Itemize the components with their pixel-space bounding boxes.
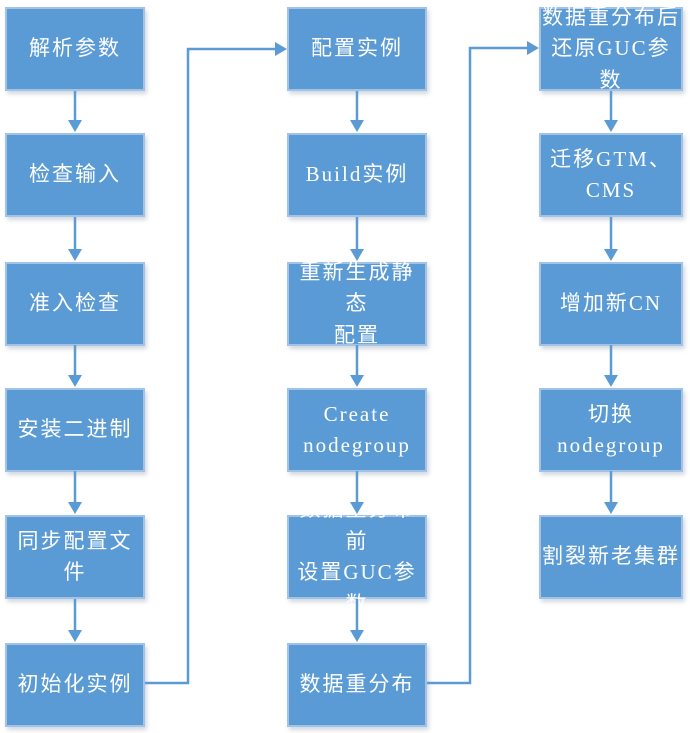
flow-node-init-instance: 初始化实例	[5, 643, 145, 727]
flow-node-sync-config-file: 同步配置文件	[5, 515, 145, 599]
flow-node-migrate-gtm-cms: 迁移GTM、 CMS	[539, 133, 683, 217]
flow-node-check-input: 检查输入	[5, 133, 145, 217]
flow-node-add-new-cn: 增加新CN	[539, 262, 683, 346]
flow-node-regen-static-config: 重新生成静态 配置	[287, 260, 427, 347]
flow-node-split-old-new-cluster: 割裂新老集群	[539, 515, 683, 599]
flow-node-create-nodegroup: Create nodegroup	[287, 388, 427, 472]
flow-node-restore-guc-after-redist: 数据重分布后 还原GUC参数	[539, 5, 683, 92]
flow-node-parse-params: 解析参数	[5, 7, 145, 91]
flow-node-install-binary: 安装二进制	[5, 388, 145, 472]
flow-node-configure-instance: 配置实例	[287, 7, 427, 91]
elbow-connector-col2-to-col3	[427, 41, 539, 685]
flow-node-build-instance: Build实例	[287, 133, 427, 217]
flow-node-admission-check: 准入检查	[5, 262, 145, 346]
flow-node-set-guc-before-redist: 数据重分布前 设置GUC参数	[287, 497, 427, 616]
elbow-connector-col1-to-col2	[145, 42, 287, 685]
flow-node-data-redistribution: 数据重分布	[287, 643, 427, 727]
flow-node-switch-nodegroup: 切换nodegroup	[539, 388, 683, 472]
